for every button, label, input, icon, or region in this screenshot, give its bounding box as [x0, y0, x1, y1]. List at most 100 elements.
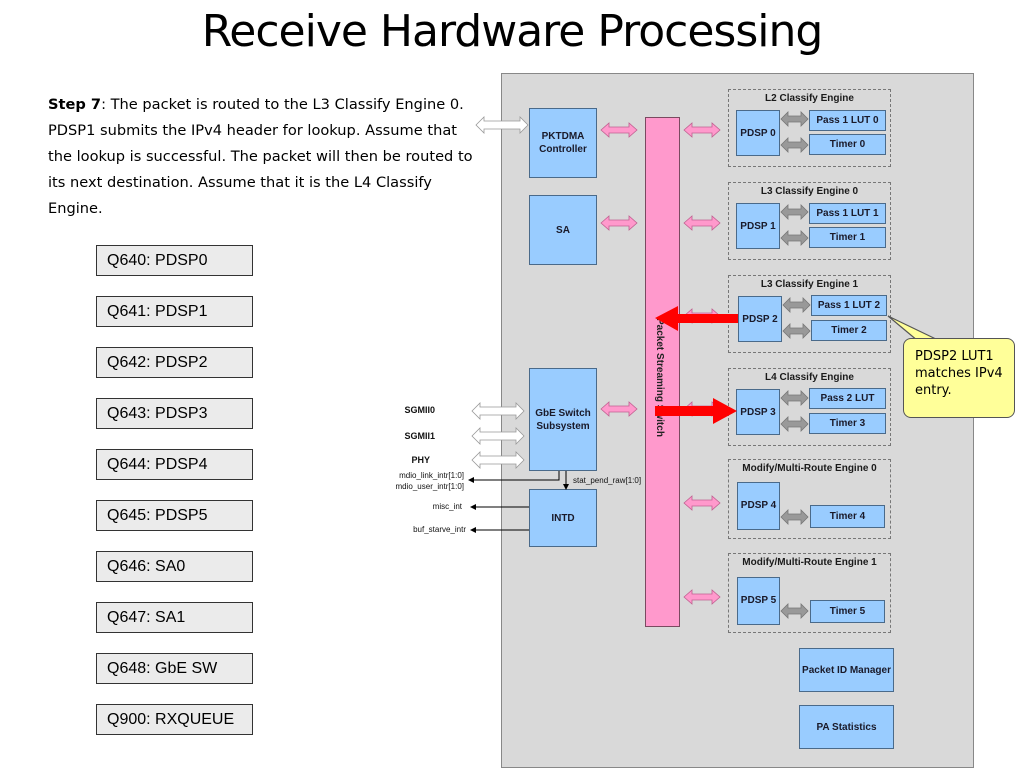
engine0-arrow — [683, 122, 721, 138]
port-label-phy: PHY — [411, 455, 430, 465]
queue-item: Q648: GbE SW — [96, 653, 253, 684]
queue-item: Q642: PDSP2 — [96, 347, 253, 378]
engine-label: L4 Classify Engine — [765, 372, 854, 383]
intd-label: INTD — [551, 512, 575, 524]
lut0-block: Pass 1 LUT 0 — [809, 110, 886, 131]
lut-label: Pass 1 LUT 1 — [816, 208, 879, 219]
port-label-sgmii1: SGMII1 — [404, 431, 435, 441]
timer0-block: Timer 0 — [809, 134, 886, 155]
signal-misc-int: misc_int — [432, 502, 462, 511]
queue-item: Q646: SA0 — [96, 551, 253, 582]
pktdma-controller-block: PKTDMA Controller — [529, 108, 597, 178]
sa-label: SA — [556, 224, 570, 236]
engine-label: L2 Classify Engine — [765, 93, 854, 104]
packet-id-manager-label: Packet ID Manager — [802, 664, 891, 676]
gbe-label: GbE Switch Subsystem — [535, 407, 591, 432]
step-description: Step 7: The packet is routed to the L3 C… — [48, 92, 478, 222]
lut3-block: Pass 2 LUT — [809, 388, 886, 409]
pdsp4-block: PDSP 4 — [737, 482, 780, 530]
queue-item: Q900: RXQUEUE — [96, 704, 253, 735]
pktdma-external-arrow — [475, 116, 529, 134]
timer-label: Timer 1 — [829, 232, 866, 243]
pdsp1-block: PDSP 1 — [736, 203, 780, 249]
lut-label: Pass 1 LUT 0 — [816, 115, 879, 126]
engine-label: L3 Classify Engine 1 — [760, 279, 859, 290]
red-arrow-to-switch — [655, 306, 738, 331]
queue-item: Q644: PDSP4 — [96, 449, 253, 480]
queue-item: Q647: SA1 — [96, 602, 253, 633]
signal-arrowheads — [468, 477, 569, 533]
engine-label: L3 Classify Engine 0 — [760, 186, 859, 197]
packet-streaming-switch: Packet Streaming Switch — [645, 117, 680, 627]
engine-group-modify-1: Modify/Multi-Route Engine 1 — [728, 553, 891, 633]
signal-stat-pend: stat_pend_raw[1:0] — [573, 476, 642, 485]
engine-group-l2: L2 Classify Engine — [728, 89, 891, 167]
lut-label: Pass 1 LUT 2 — [817, 300, 881, 311]
engine5-arrow — [683, 589, 721, 605]
timer-label: Timer 5 — [829, 606, 866, 617]
timer4-block: Timer 4 — [810, 505, 885, 528]
lut-label: Pass 2 LUT — [820, 393, 875, 404]
pdsp1-lut-arrow — [780, 204, 809, 220]
pdsp2-timer-arrow — [782, 323, 811, 339]
pa-statistics-block: PA Statistics — [799, 705, 894, 749]
queue-item: Q645: PDSP5 — [96, 500, 253, 531]
step-label: Step 7 — [48, 96, 102, 113]
pdsp-label: PDSP 3 — [740, 406, 776, 418]
gbe-switch-block: GbE Switch Subsystem — [529, 368, 597, 471]
gbe-switch-arrow — [600, 401, 638, 417]
sgmii1-arrow — [471, 427, 525, 445]
timer-label: Timer 3 — [829, 418, 866, 429]
pdsp5-block: PDSP 5 — [737, 577, 780, 625]
timer-label: Timer 4 — [829, 511, 866, 522]
queue-item: Q640: PDSP0 — [96, 245, 253, 276]
pdsp-label: PDSP 0 — [740, 127, 776, 139]
pdsp2-lut-arrow — [782, 297, 811, 313]
lut2-block: Pass 1 LUT 2 — [811, 295, 887, 316]
signal-mdio-link: mdio_link_intr[1:0] — [399, 471, 464, 480]
sa-block: SA — [529, 195, 597, 265]
engine-label: Modify/Multi-Route Engine 0 — [742, 463, 877, 474]
timer1-block: Timer 1 — [809, 227, 886, 248]
step-body: : The packet is routed to the L3 Classif… — [48, 96, 473, 217]
pdsp-label: PDSP 4 — [740, 500, 777, 511]
pdsp0-lut-arrow — [780, 111, 809, 127]
pdsp3-block: PDSP 3 — [736, 389, 780, 435]
pdsp-label: PDSP 5 — [740, 595, 777, 606]
pktdma-switch-arrow — [600, 122, 638, 138]
pktdma-label: PKTDMA Controller — [539, 131, 587, 155]
sa-switch-arrow — [600, 215, 638, 231]
engine-group-l3-0: L3 Classify Engine 0 — [728, 182, 891, 260]
timer2-block: Timer 2 — [811, 320, 887, 341]
timer-label: Timer 0 — [829, 139, 866, 150]
timer3-block: Timer 3 — [809, 413, 886, 434]
callout-note: PDSP2 LUT1 matches IPv4 entry. — [903, 338, 1015, 418]
pdsp4-timer-arrow — [780, 509, 809, 525]
pdsp5-timer-arrow — [780, 603, 809, 619]
intd-block: INTD — [529, 489, 597, 547]
pdsp-label: PDSP 1 — [740, 220, 776, 232]
engine-group-modify-0: Modify/Multi-Route Engine 0 — [728, 459, 891, 539]
engine-label: Modify/Multi-Route Engine 1 — [742, 557, 877, 568]
pdsp1-timer-arrow — [780, 230, 809, 246]
pdsp3-timer-arrow — [780, 416, 809, 432]
pa-statistics-label: PA Statistics — [816, 721, 877, 733]
queue-item: Q641: PDSP1 — [96, 296, 253, 327]
signal-mdio-user: mdio_user_intr[1:0] — [395, 482, 464, 491]
timer5-block: Timer 5 — [810, 600, 885, 623]
red-arrow-to-pdsp3 — [655, 398, 737, 424]
pdsp0-timer-arrow — [780, 137, 809, 153]
engine1-arrow — [683, 215, 721, 231]
signal-lines — [470, 471, 567, 531]
phy-arrow — [471, 451, 525, 469]
lut1-block: Pass 1 LUT 1 — [809, 203, 886, 224]
slide-title: Receive Hardware Processing — [201, 6, 824, 57]
switch-label: Packet Streaming Switch — [654, 318, 665, 437]
pdsp0-block: PDSP 0 — [736, 110, 780, 156]
sgmii0-arrow — [471, 402, 525, 420]
pdsp2-block: PDSP 2 — [738, 296, 782, 342]
port-label-sgmii0: SGMII0 — [404, 405, 435, 415]
engine4-arrow — [683, 495, 721, 511]
signal-buf-starve: buf_starve_intr — [413, 525, 466, 534]
